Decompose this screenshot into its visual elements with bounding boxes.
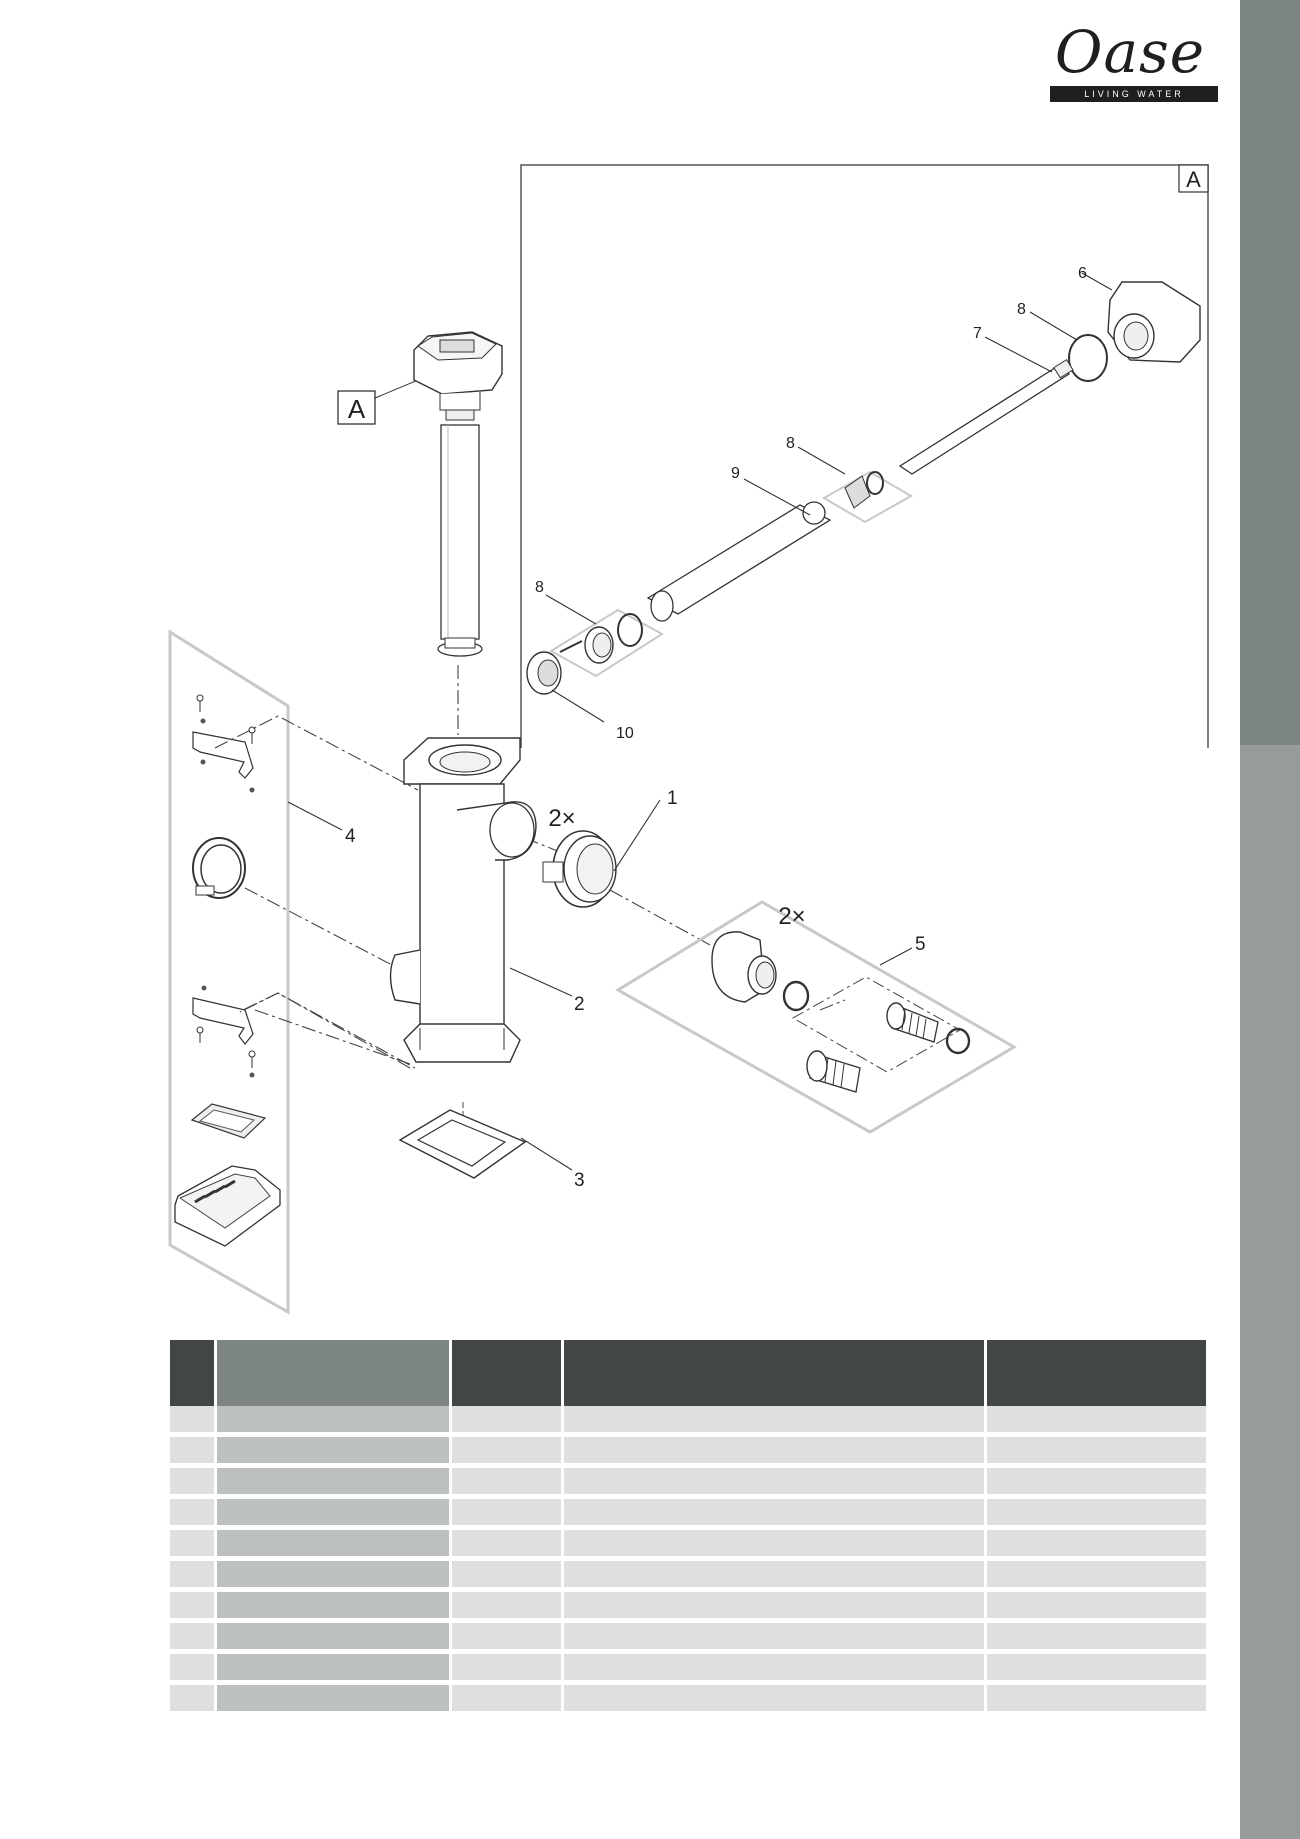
multiplier-label-hose: 2×: [778, 903, 805, 930]
table-row: [170, 1654, 1206, 1685]
table-header-cell: [217, 1340, 452, 1406]
parts-table: [170, 1340, 1206, 1716]
table-row: [170, 1499, 1206, 1530]
detail-frame-label-box: [1178, 164, 1209, 193]
exploded-parts-diagram: A A: [168, 164, 1209, 1315]
detail-frame: [520, 164, 1209, 748]
table-row: [170, 1685, 1206, 1716]
table-header-row: [170, 1340, 1206, 1406]
callout-8-low: 8: [535, 579, 544, 596]
callout-10: 10: [616, 725, 634, 742]
callout-3: 3: [574, 1170, 585, 1191]
table-row: [170, 1561, 1206, 1592]
callout-6: 6: [1078, 265, 1087, 282]
table-row: [170, 1623, 1206, 1654]
detail-frame-label: A: [1186, 167, 1201, 192]
callout-1: 1: [667, 788, 678, 809]
table-row: [170, 1468, 1206, 1499]
sidebar-tab-light: [1240, 745, 1300, 1839]
multiplier-label-union: 2×: [548, 805, 575, 832]
brand-logo: Oase LIVING WATER: [1035, 18, 1225, 108]
table-header-cell: [170, 1340, 218, 1406]
callout-7: 7: [973, 325, 982, 342]
brand-tagline: LIVING WATER: [1050, 86, 1218, 102]
table-row: [170, 1592, 1206, 1623]
sidebar-tab-dark: [1240, 0, 1300, 745]
brand-name: Oase: [1054, 18, 1206, 86]
table-row: [170, 1406, 1206, 1437]
hose-kit-outline: [615, 900, 1017, 1134]
detail-marker-box: [337, 390, 376, 425]
callout-2: 2: [574, 994, 585, 1015]
table-row: [170, 1437, 1206, 1468]
detail-marker-label: A: [348, 394, 366, 424]
callout-9: 9: [731, 465, 740, 482]
table-header-cell: [451, 1340, 565, 1406]
callout-8-mid: 8: [786, 435, 795, 452]
lamp-tube: [440, 424, 480, 640]
callout-5: 5: [915, 934, 926, 955]
accessory-panel-outline: [168, 629, 290, 1315]
table-row: [170, 1530, 1206, 1561]
table-header-cell: [564, 1340, 988, 1406]
callout-8-top: 8: [1017, 301, 1026, 318]
callout-4: 4: [345, 826, 356, 847]
table-header-cell: [987, 1340, 1206, 1406]
